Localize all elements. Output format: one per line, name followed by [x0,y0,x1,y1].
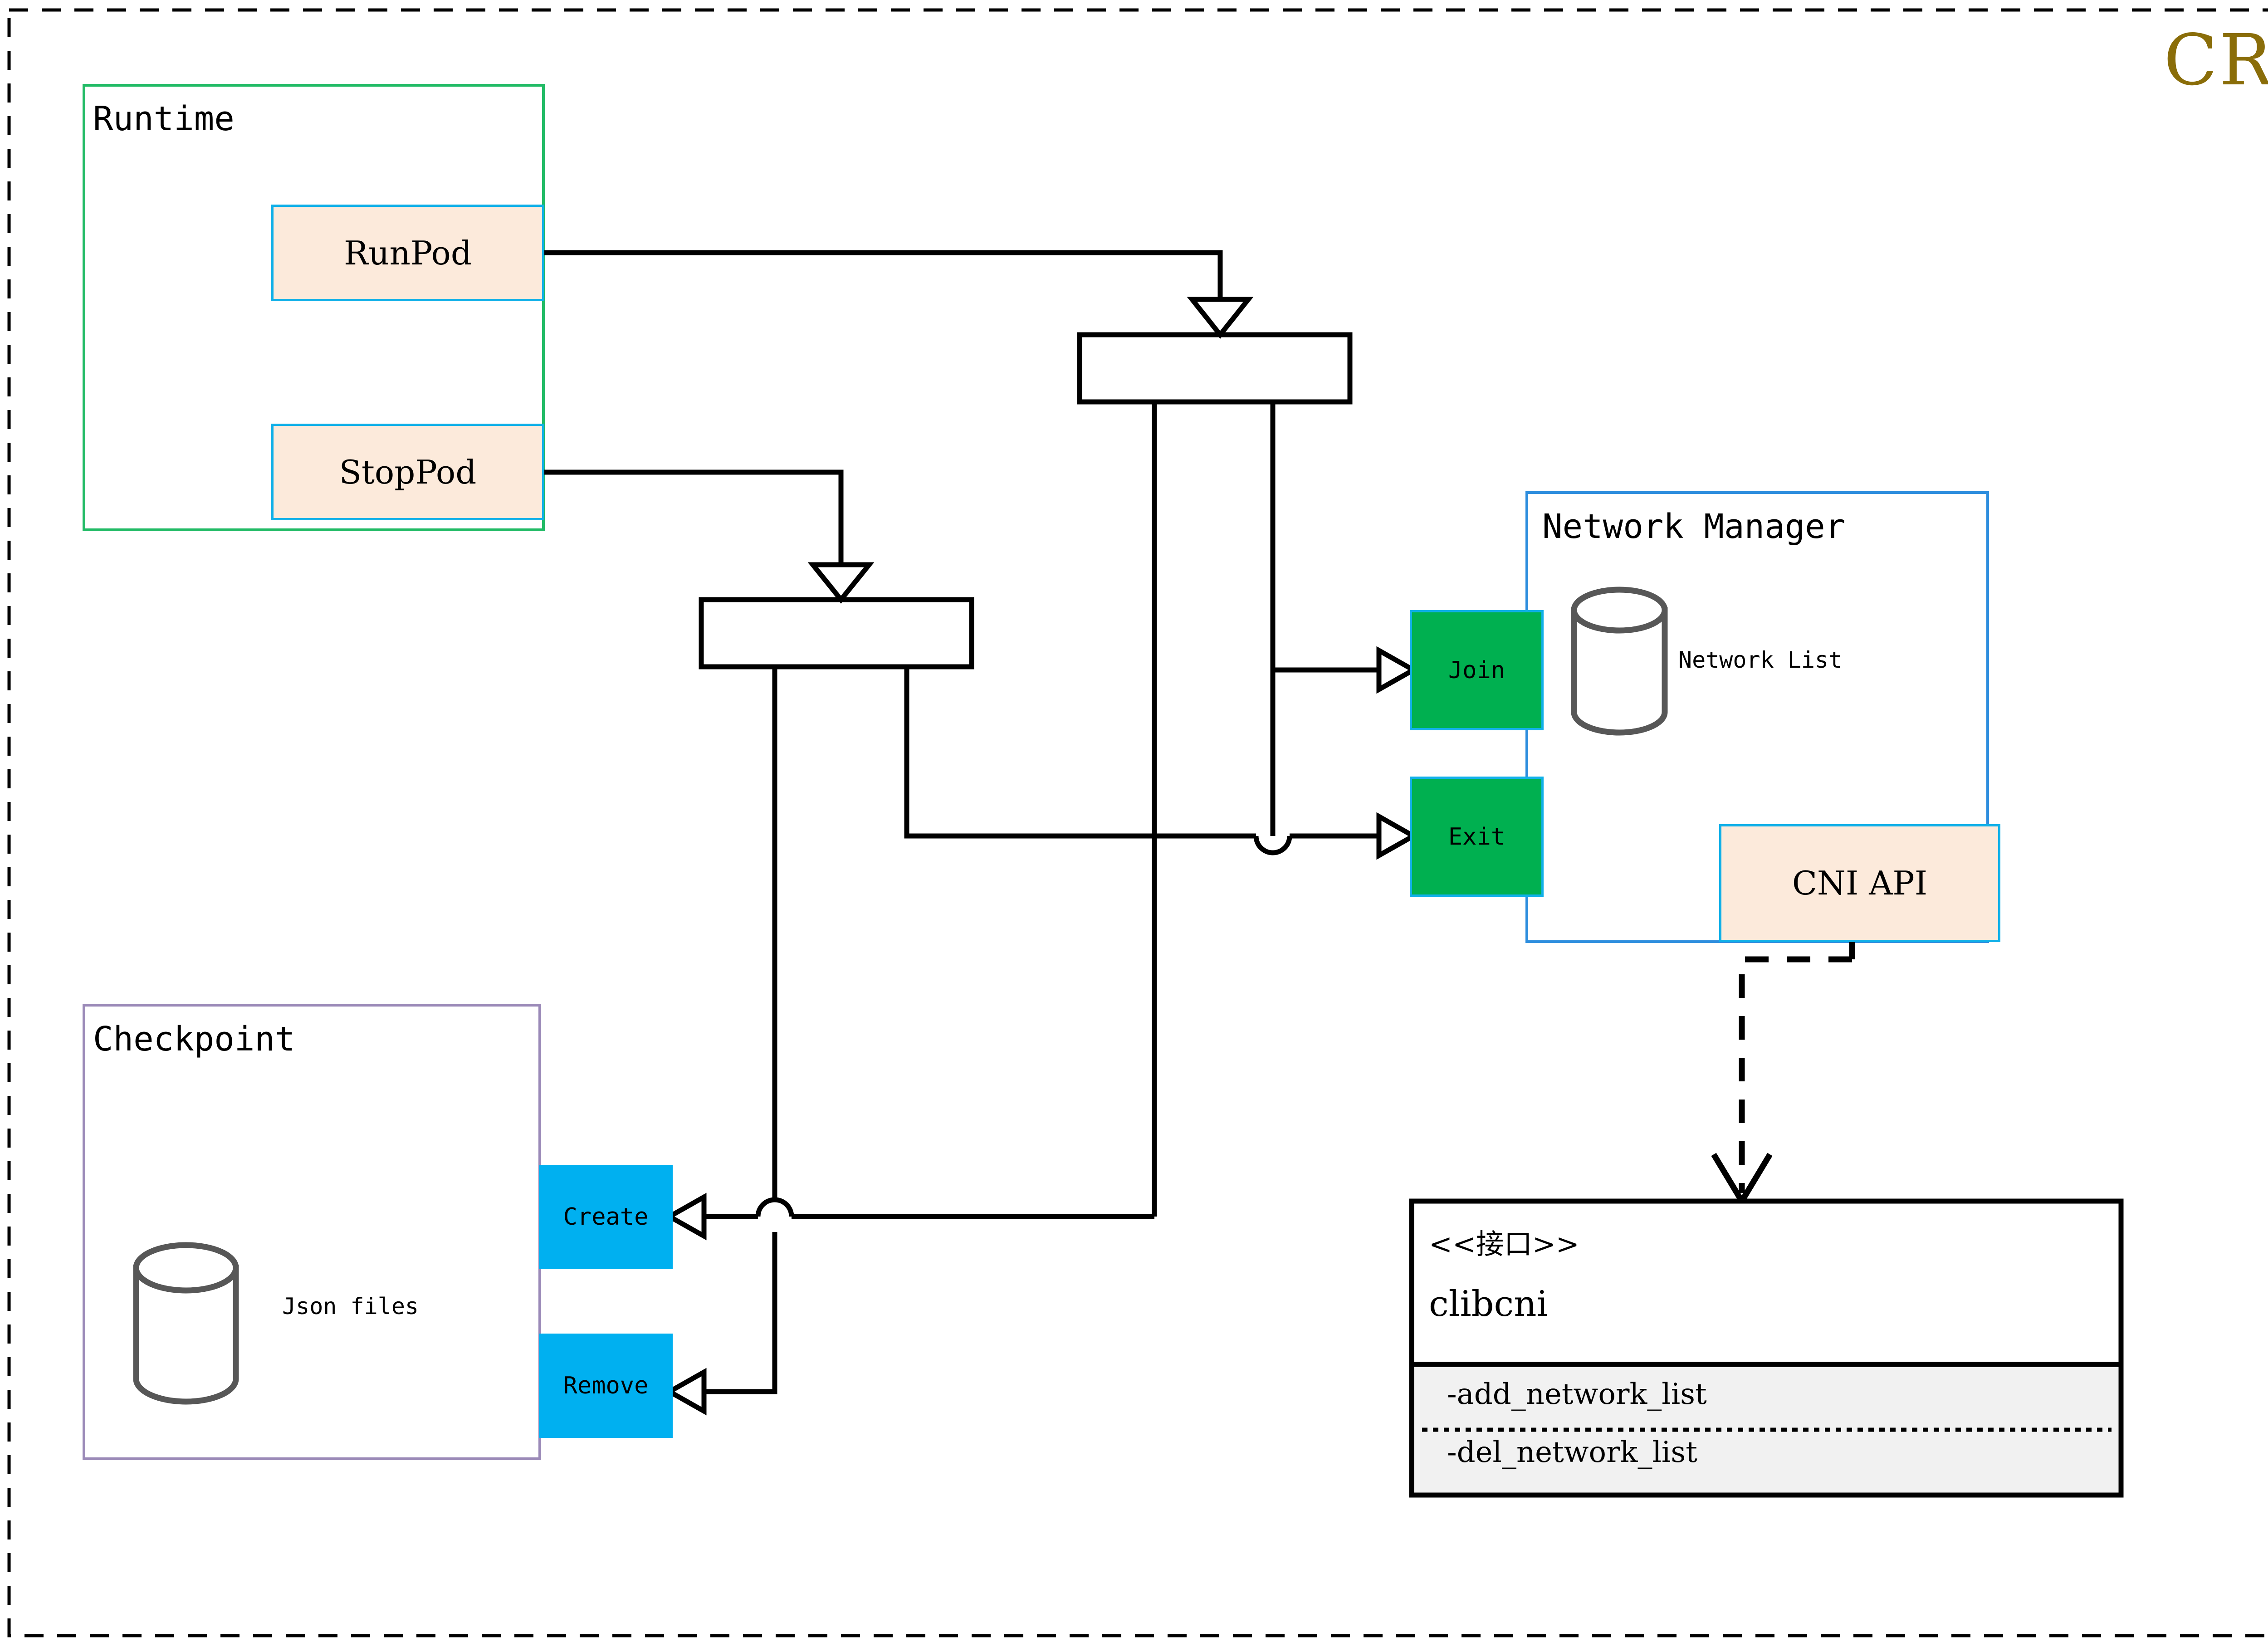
arrowhead-into-bar-top [1187,297,1254,339]
diagram-title: CRI [2164,19,2268,101]
edge-bar-bottom-left-leg-2 [699,1232,777,1394]
clibcni-name: clibcni [1429,1284,1548,1324]
checkpoint-database-icon [133,1242,239,1405]
clibcni-method-1: -del_network_list [1447,1436,1697,1469]
arrowhead-into-exit [1376,812,1419,860]
edge-runpod-to-bar-top [543,250,1223,299]
edge-exit-hop [1253,836,1292,855]
clibcni-method-0: -add_network_list [1447,1378,1707,1411]
network-manager-group-label: Network Manager [1542,507,1846,546]
arrowhead-into-bar-bottom [807,562,875,604]
bar-bottom-connector [699,597,974,670]
clibcni-stereotype: <<接口>> [1429,1227,1579,1261]
network-list-database-icon [1571,586,1668,736]
arrowhead-into-join [1376,646,1419,694]
network-list-store-label: Network List [1678,647,1843,673]
edge-to-create-hop [755,1197,794,1217]
runtime-group-box [83,84,545,531]
edge-bar-bottom-right-leg [904,667,1256,839]
outer-dashed-frame [7,8,2268,1637]
bar-top-connector [1077,332,1353,405]
edge-stoppod-to-bar-bottom [543,469,844,565]
arrowhead-into-create [664,1192,707,1241]
runtime-group-label: Runtime [93,99,235,138]
edge-cni-api-to-clibcni-dashed-body [1739,956,1852,1193]
checkpoint-store-label: Json files [282,1293,419,1320]
arrowhead-into-remove [664,1368,707,1416]
checkpoint-group-label: Checkpoint [93,1020,295,1059]
